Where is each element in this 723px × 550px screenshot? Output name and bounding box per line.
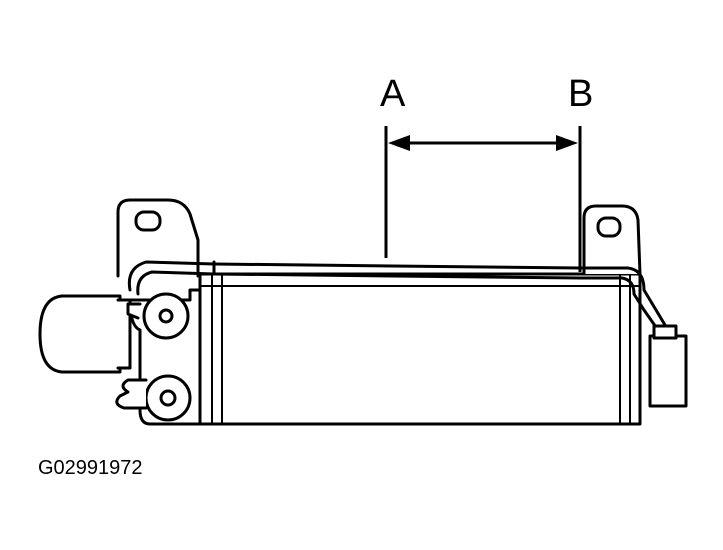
dimension-lines [384, 126, 582, 272]
left-nozzle [38, 294, 132, 374]
electrical-connector [648, 324, 688, 408]
right-mounting-bracket [582, 204, 642, 276]
left-end-housing [115, 288, 202, 426]
canister-body [198, 272, 642, 426]
dimension-arrowheads [388, 135, 578, 151]
label-a: A [380, 73, 406, 115]
vapor-tube [127, 260, 670, 332]
label-b: B [568, 73, 593, 115]
figure-code: G02991972 [38, 457, 143, 479]
left-mounting-bracket [116, 198, 200, 278]
